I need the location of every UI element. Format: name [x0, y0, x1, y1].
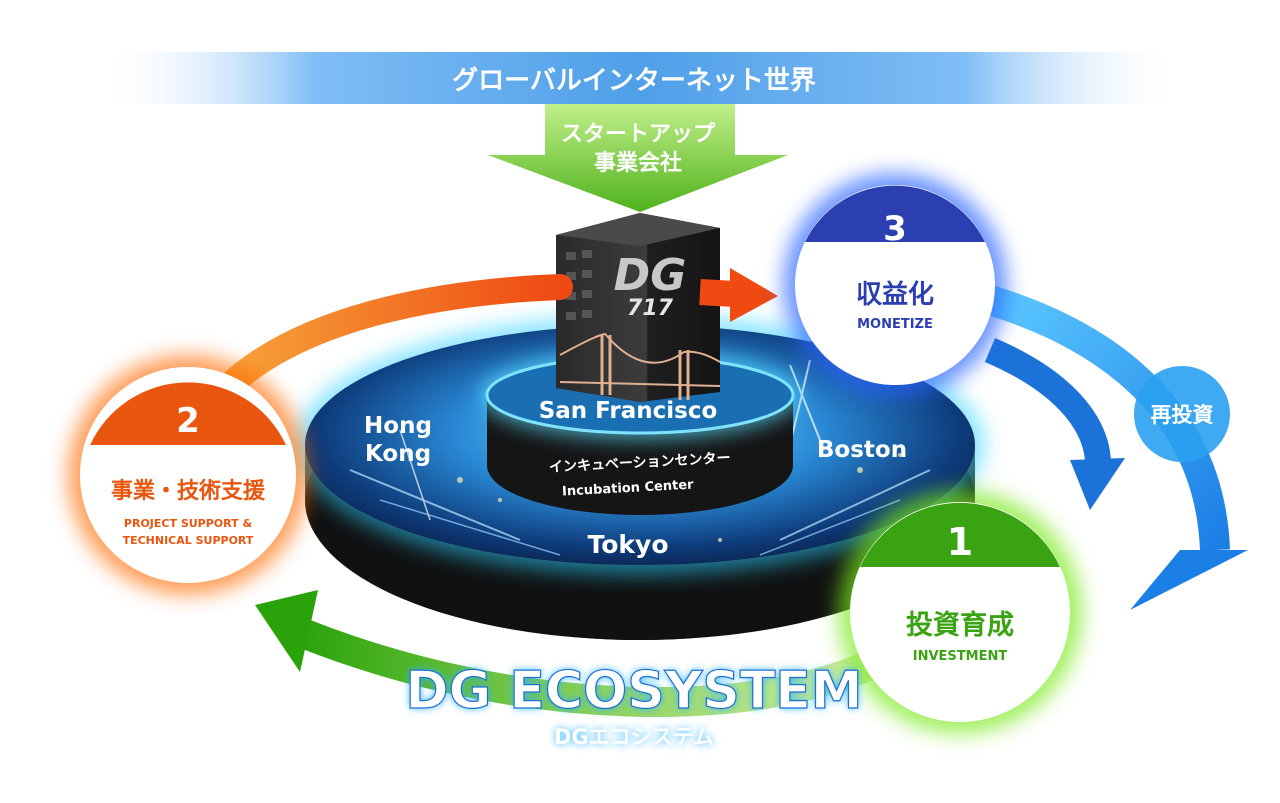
- stage-support-subtitle-1: PROJECT SUPPORT &: [124, 517, 253, 530]
- stage-investment-title: 投資育成: [906, 609, 1014, 641]
- arrow-support-to-monetize-tail: [699, 279, 736, 307]
- arrow-monetize-to-investment: [984, 338, 1111, 462]
- footer-subtitle-glow: DGエコシステム: [554, 725, 714, 749]
- stage-support-number: 2: [176, 401, 200, 441]
- arrow-investment-to-support-head: [255, 590, 318, 672]
- stage-investment-header: [860, 502, 1060, 567]
- stage-monetize-title: 収益化: [856, 280, 934, 310]
- center-city: San Francisco: [539, 398, 718, 424]
- stage-monetize-number: 3: [883, 209, 907, 249]
- stage-support-title: 事業・技術支援: [111, 478, 266, 504]
- stage-monetize-subtitle: MONETIZE: [857, 317, 933, 332]
- arrow-support-to-monetize: [217, 274, 573, 398]
- footer-title-glow: DG ECOSYSTEM: [405, 661, 862, 721]
- city-lights: [349, 359, 931, 556]
- arrow-investment-to-support: [294, 618, 887, 717]
- reinvest-bubble: [1134, 366, 1230, 462]
- building-logo-number: 717: [627, 296, 674, 321]
- stage-monetize-header: [805, 185, 985, 242]
- building-logo: DG: [614, 250, 687, 301]
- city-hong-kong-1: Hong: [364, 413, 432, 439]
- funnel-arrow: [488, 104, 788, 212]
- stage-investment-number: 1: [947, 520, 973, 564]
- funnel-line2: 事業会社: [594, 150, 682, 176]
- incubation-label-en: Incubation Center: [562, 478, 695, 500]
- footer: DG ECOSYSTEM DG ECOSYSTEM DGエコシステム DGエコシ…: [405, 660, 863, 749]
- banner-title: グローバルインターネット世界: [452, 66, 816, 96]
- funnel-line1: スタートアップ: [561, 122, 716, 147]
- stage-support-header: [90, 382, 286, 445]
- arrow-monetize-to-investment-head: [1070, 458, 1125, 510]
- arrow-reinvest-head: [1130, 550, 1248, 610]
- city-hong-kong-2: Kong: [365, 441, 431, 467]
- stage-support-subtitle-2: TECHNICAL SUPPORT: [123, 534, 254, 547]
- city-boston: Boston: [817, 437, 907, 463]
- footer-title: DG ECOSYSTEM: [405, 661, 862, 721]
- stage-monetize: 3 収益化 MONETIZE: [783, 173, 1007, 397]
- arrow-support-to-monetize-head: [730, 268, 778, 322]
- footer-subtitle: DGエコシステム: [554, 725, 714, 749]
- banner-bar: [100, 52, 1180, 104]
- stage-support: 2 事業・技術支援 PROJECT SUPPORT & TECHNICAL SU…: [68, 355, 308, 595]
- building-top: [556, 213, 720, 246]
- stage-investment-subtitle: INVESTMENT: [913, 649, 1008, 664]
- city-tokyo: Tokyo: [587, 530, 668, 559]
- stage-investment: 1 投資育成 INVESTMENT: [838, 490, 1082, 734]
- building-windows: [566, 250, 592, 320]
- reinvest-label: 再投資: [1151, 403, 1214, 427]
- bridge-icon: [559, 333, 721, 400]
